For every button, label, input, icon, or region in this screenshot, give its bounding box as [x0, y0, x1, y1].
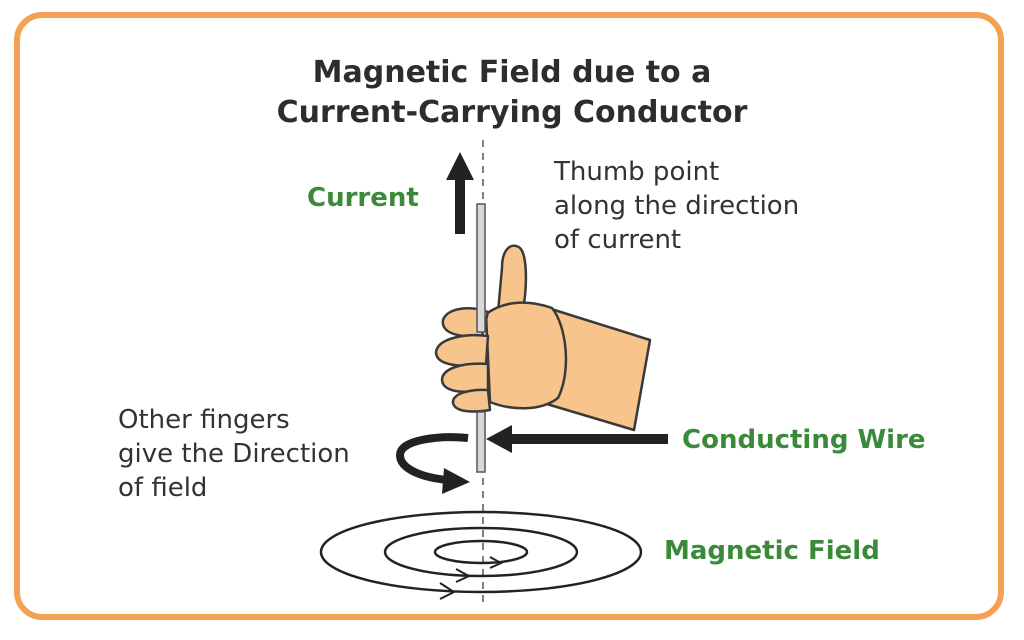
magnetic-field-circles	[319, 510, 643, 594]
arrowhead-inner	[489, 556, 504, 569]
thumb-label-line-3: of current	[554, 225, 682, 255]
fingers-label-line-2: give the Direction	[118, 439, 350, 469]
field-ring-inner	[433, 539, 529, 565]
conducting-wire-label: Conducting Wire	[682, 425, 926, 455]
conducting-wire	[476, 203, 486, 473]
fingers-label-line-1: Other fingers	[118, 405, 290, 435]
current-arrow	[446, 152, 474, 234]
magnetic-field-label: Magnetic Field	[664, 536, 880, 566]
diagram-title-line-1: Magnetic Field due to a	[312, 55, 712, 90]
finger-rotation-arrow	[395, 433, 470, 494]
diagram-title-line-2: Current-Carrying Conductor	[276, 95, 748, 130]
palm	[484, 301, 568, 410]
arrowhead-outer	[439, 582, 457, 600]
fingers-label-line-3: of field	[118, 473, 208, 503]
finger-2	[434, 333, 490, 367]
thumb-label-line-2: along the direction	[554, 191, 800, 221]
field-arrowheads	[439, 556, 504, 600]
hand-illustration	[434, 244, 652, 432]
conducting-wire-arrow	[486, 425, 668, 453]
field-ring-middle	[383, 526, 579, 578]
current-label: Current	[307, 183, 419, 213]
arrowhead-middle	[455, 568, 472, 583]
field-ring-outer	[319, 510, 643, 594]
finger-3	[440, 362, 490, 394]
finger-4	[451, 388, 492, 413]
thumb-label-line-1: Thumb point	[554, 157, 720, 187]
